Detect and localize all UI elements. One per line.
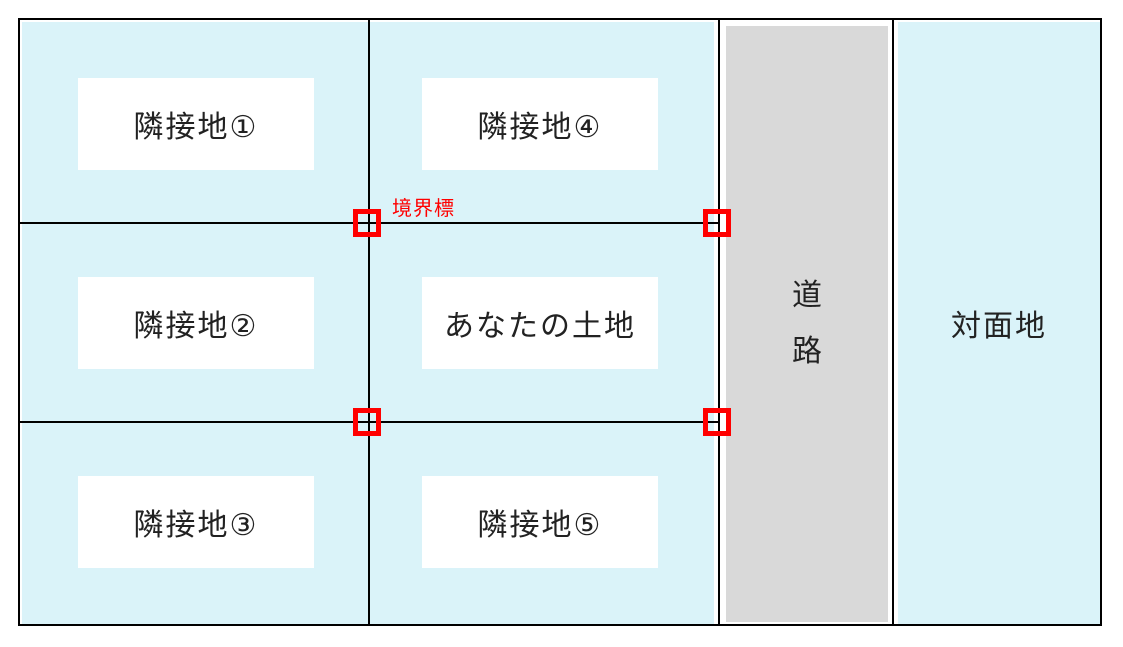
parcel-neighbor-4: 隣接地④ — [422, 78, 658, 170]
road-char-1: 道 — [792, 278, 822, 313]
boundary-line-horizontal-2 — [20, 421, 720, 423]
boundary-line-horizontal-1 — [20, 222, 720, 224]
boundary-marker-4 — [703, 408, 731, 436]
boundary-line-vertical-1 — [368, 20, 370, 624]
parcel-neighbor-5: 隣接地⑤ — [422, 476, 658, 568]
boundary-marker-1 — [353, 209, 381, 237]
parcel-neighbor-3: 隣接地③ — [78, 476, 314, 568]
road-char-2: 路 — [792, 334, 822, 369]
road: 道 路 — [726, 26, 888, 622]
boundary-marker-3 — [353, 408, 381, 436]
site-diagram: 道 路 隣接地① 隣接地② 隣接地③ 隣接地④ あなたの土地 隣接地⑤ 対面地 … — [18, 18, 1102, 626]
boundary-marker-label: 境界標 — [392, 196, 455, 220]
boundary-line-vertical-2 — [718, 20, 720, 624]
parcel-neighbor-1: 隣接地① — [78, 78, 314, 170]
parcel-neighbor-2: 隣接地② — [78, 277, 314, 369]
opposite-land-label: 対面地 — [951, 309, 1047, 344]
parcel-your-land: あなたの土地 — [422, 277, 658, 369]
opposite-land-zone — [898, 22, 1100, 624]
boundary-line-vertical-3 — [892, 20, 894, 624]
boundary-marker-2 — [703, 209, 731, 237]
